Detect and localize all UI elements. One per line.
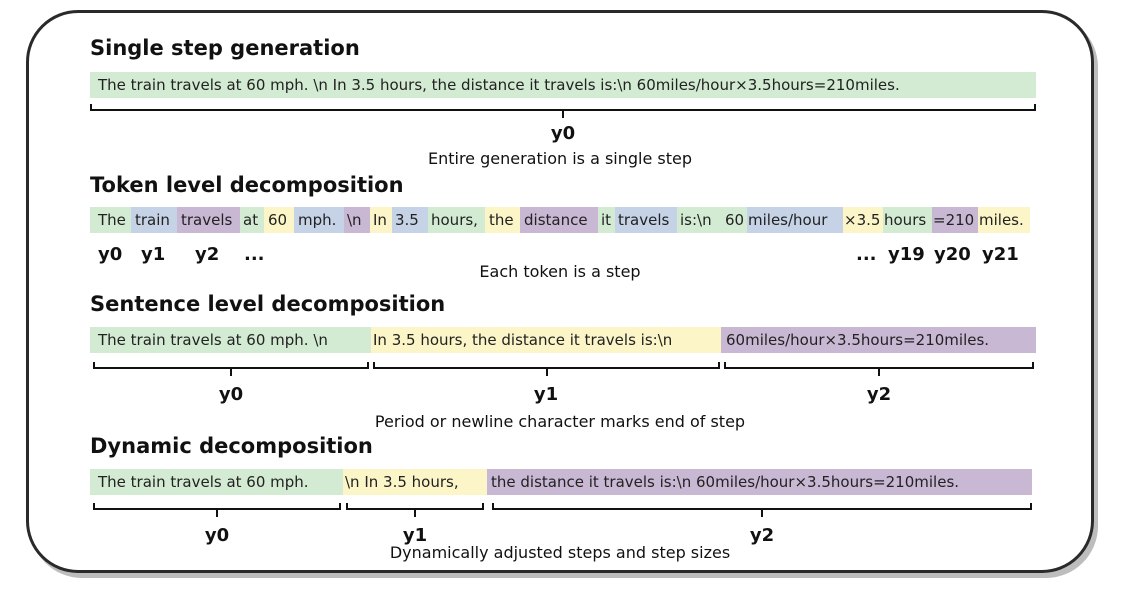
token-label-ellipsis-right: ... <box>856 244 877 265</box>
token-13: travels <box>615 207 677 233</box>
single-step-band: The train travels at 60 mph. \n In 3.5 h… <box>90 72 1036 98</box>
dynamic-caption: Dynamically adjusted steps and step size… <box>389 543 731 562</box>
token-4: 60 <box>264 207 294 233</box>
token-label-y19: y19 <box>888 244 925 265</box>
token-6: \n <box>344 207 370 233</box>
sentence-brace-0 <box>93 362 369 376</box>
single-step-caption: Entire generation is a single step <box>427 149 693 168</box>
dynamic-label-y1: y1 <box>402 525 428 546</box>
token-1: train <box>131 207 177 233</box>
sentence-seg-0: The train travels at 60 mph. \n <box>90 327 371 353</box>
single-step-title: Single step generation <box>90 36 360 60</box>
token-label-y20: y20 <box>934 244 971 265</box>
token-15: 60 <box>721 207 747 233</box>
token-19: =210 <box>932 207 978 233</box>
dynamic-title: Dynamic decomposition <box>90 434 373 458</box>
single-step-brace <box>90 104 1036 118</box>
dynamic-brace-0 <box>93 503 341 517</box>
sentence-label-y1: y1 <box>533 384 559 405</box>
token-12: it <box>598 207 615 233</box>
token-3: at <box>240 207 264 233</box>
dynamic-label-y0: y0 <box>204 525 230 546</box>
single-step-text: The train travels at 60 mph. \n In 3.5 h… <box>90 72 1036 98</box>
token-5: mph. <box>294 207 344 233</box>
sentence-brace-1 <box>373 362 720 376</box>
token-label-y0: y0 <box>98 244 123 265</box>
dynamic-seg-2: the distance it travels is:\n 60miles/ho… <box>487 469 1032 495</box>
dynamic-seg-0: The train travels at 60 mph. <box>90 469 343 495</box>
token-11: distance <box>520 207 598 233</box>
token-7: In <box>370 207 392 233</box>
sentence-label-y2: y2 <box>866 384 892 405</box>
sentence-brace-2 <box>724 362 1034 376</box>
token-label-y2: y2 <box>195 244 220 265</box>
dynamic-brace-2 <box>492 503 1032 517</box>
token-14: is:\n <box>677 207 721 233</box>
dynamic-brace-1 <box>346 503 484 517</box>
token-level-caption: Each token is a step <box>479 262 641 281</box>
sentence-level-title: Sentence level decomposition <box>90 292 446 316</box>
token-16: miles/hour <box>747 207 843 233</box>
token-label-y1: y1 <box>141 244 166 265</box>
sentence-level-band: The train travels at 60 mph. \n In 3.5 h… <box>90 327 1036 353</box>
diagram-frame <box>26 10 1094 573</box>
token-label-y21: y21 <box>982 244 1019 265</box>
token-8: 3.5 <box>392 207 428 233</box>
sentence-seg-2: 60miles/hour×3.5hours=210miles. <box>721 327 1036 353</box>
token-10: the <box>485 207 520 233</box>
token-9: hours, <box>428 207 485 233</box>
sentence-label-y0: y0 <box>218 384 244 405</box>
token-0: The <box>90 207 131 233</box>
token-level-title: Token level decomposition <box>90 173 404 197</box>
token-20: miles. <box>978 207 1030 233</box>
token-18: hours <box>883 207 932 233</box>
dynamic-band: The train travels at 60 mph. \n In 3.5 h… <box>90 469 1032 495</box>
sentence-seg-1: In 3.5 hours, the distance it travels is… <box>371 327 721 353</box>
token-17: ×3.5 <box>843 207 883 233</box>
dynamic-seg-1: \n In 3.5 hours, <box>343 469 487 495</box>
token-level-band: The train travels at 60 mph. \n In 3.5 h… <box>90 207 1030 233</box>
token-label-ellipsis-left: ... <box>244 244 265 265</box>
dynamic-label-y2: y2 <box>749 525 775 546</box>
single-step-label-y0: y0 <box>550 123 576 144</box>
sentence-level-caption: Period or newline character marks end of… <box>374 412 746 431</box>
token-2: travels <box>177 207 240 233</box>
